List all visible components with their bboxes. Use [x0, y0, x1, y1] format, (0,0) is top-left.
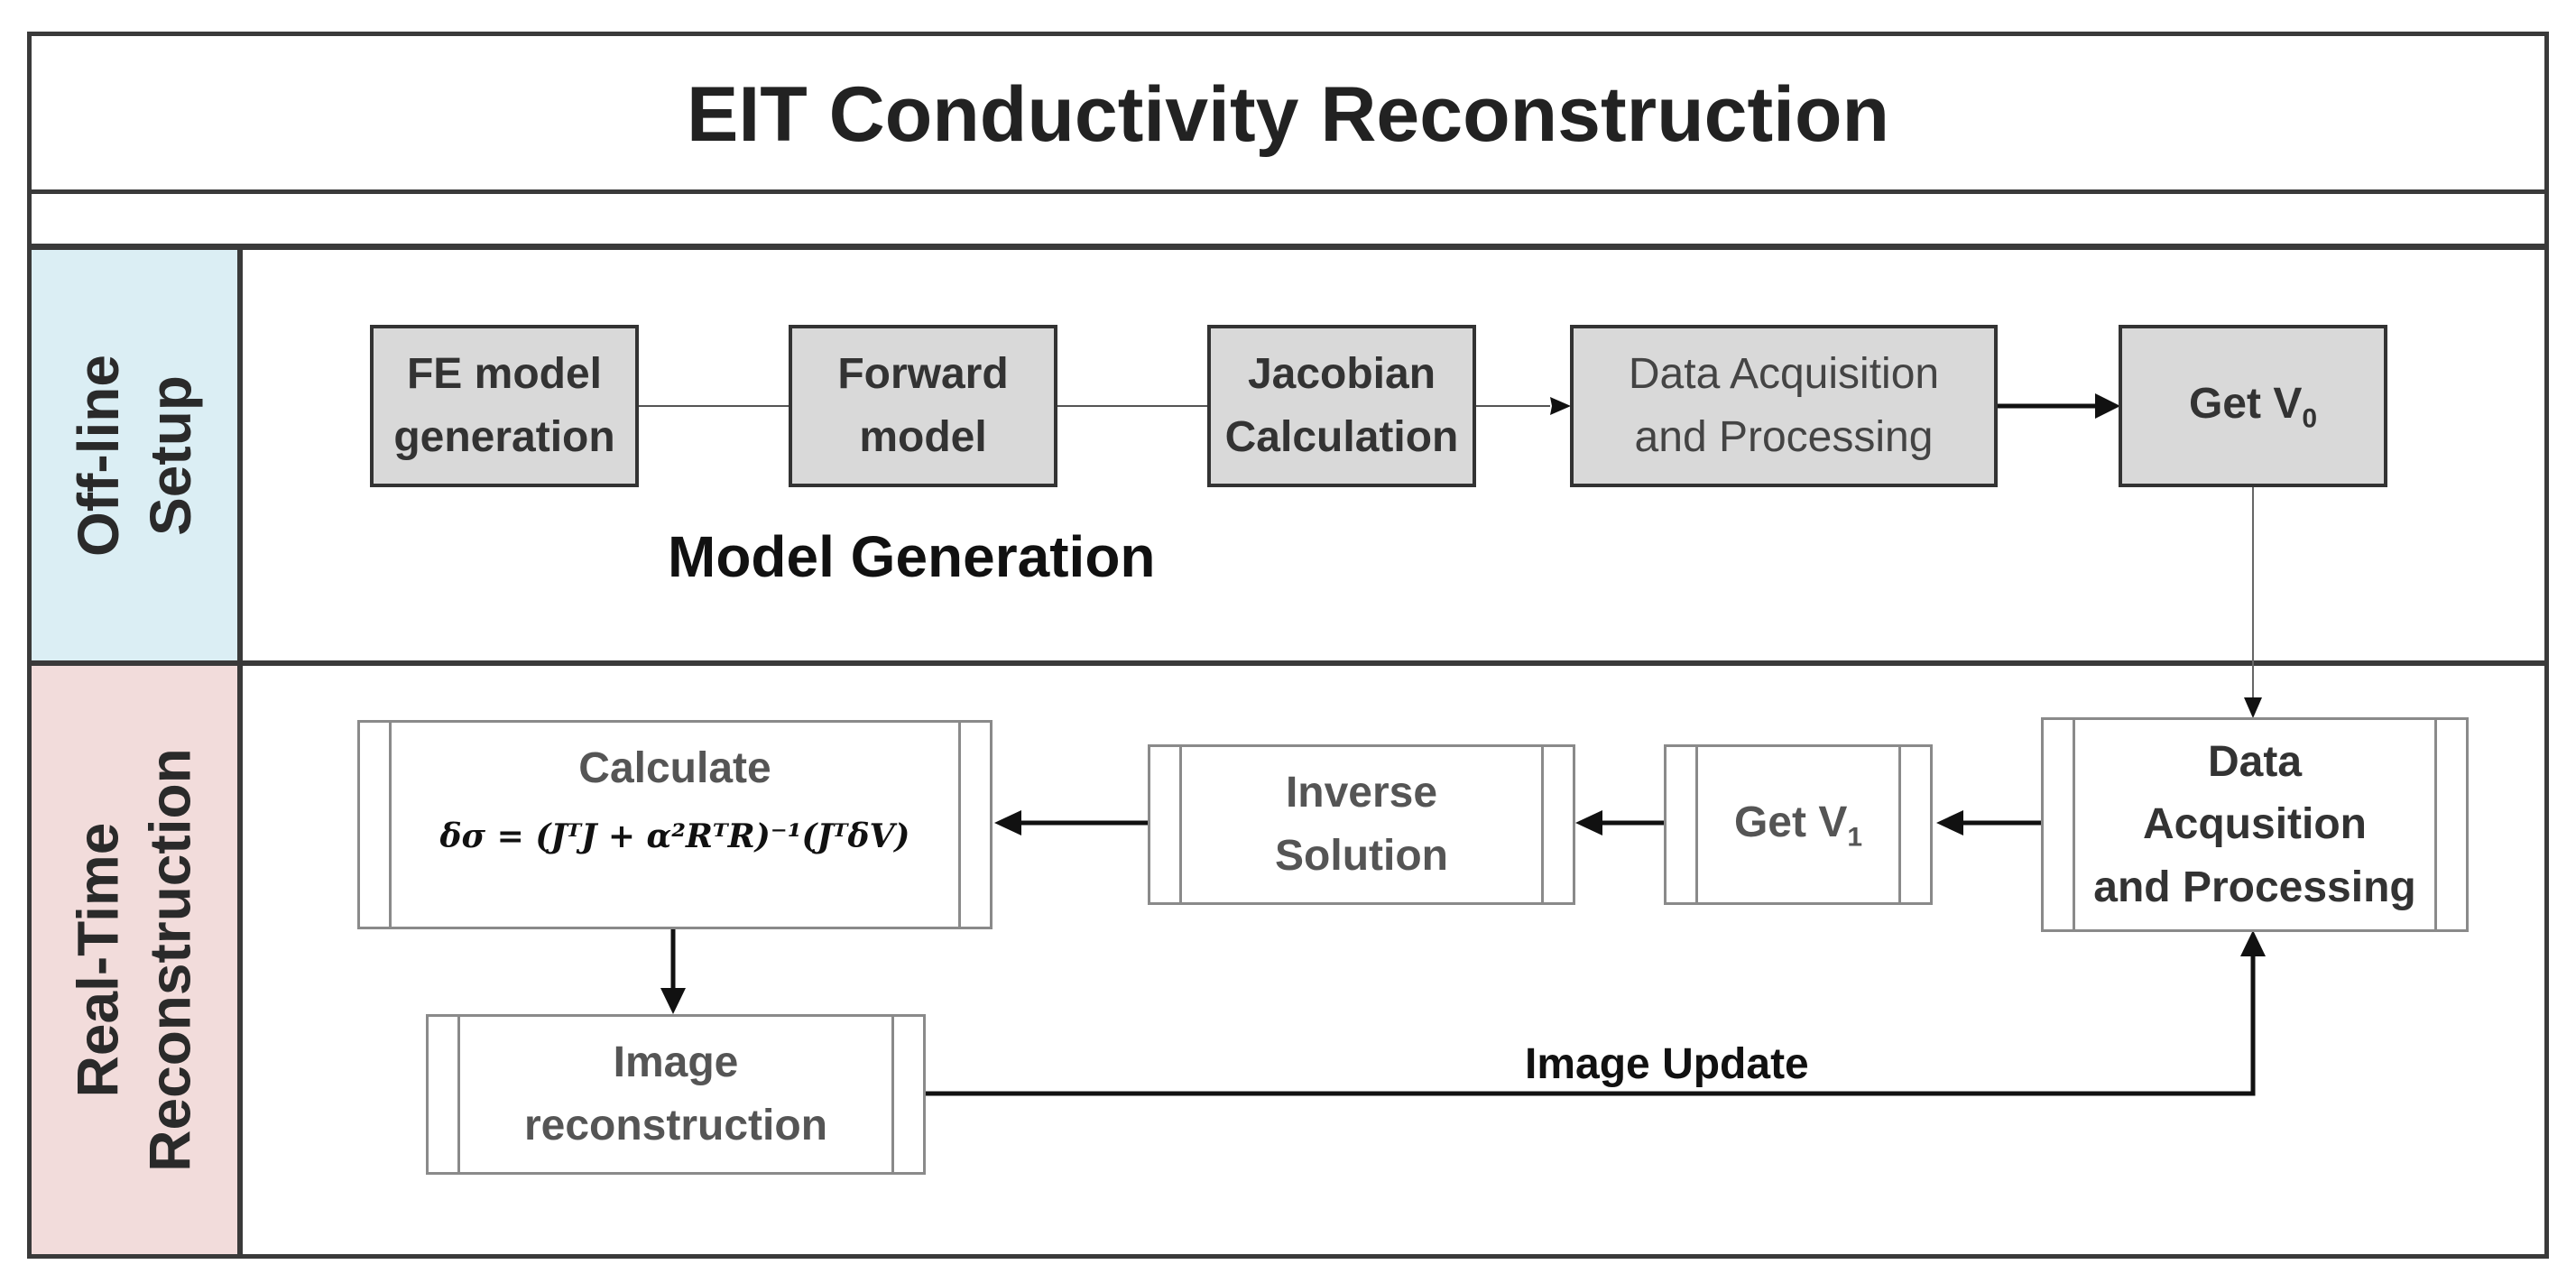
step-get-v0: Get V0 [2119, 325, 2387, 487]
step-calculate: Calculate δσ = (JᵀJ + α²RᵀR)⁻¹(JᵀδV) [357, 720, 993, 929]
calculate-label: Calculate [578, 744, 771, 792]
step-image-reconstruction: Image reconstruction [426, 1014, 926, 1175]
title-divider [27, 189, 2549, 194]
page-title: EIT Conductivity Reconstruction [686, 71, 1890, 158]
image-update-label: Image Update [1525, 1040, 1809, 1088]
step-inverse-solution: Inverse Solution [1148, 744, 1575, 905]
arrow-image-update [926, 956, 2256, 1096]
step-data-acquisition-realtime: Data Acqusition and Processing [2041, 717, 2469, 932]
model-generation-label: Model Generation [668, 524, 1156, 589]
update-formula: δσ = (JᵀJ + α²RᵀR)⁻¹(JᵀδV) [439, 817, 910, 855]
lane-label-realtime: Real-Time Reconstruction [27, 661, 242, 1259]
lane-realtime [238, 661, 2549, 1259]
step-get-v1: Get V1 [1664, 744, 1933, 905]
